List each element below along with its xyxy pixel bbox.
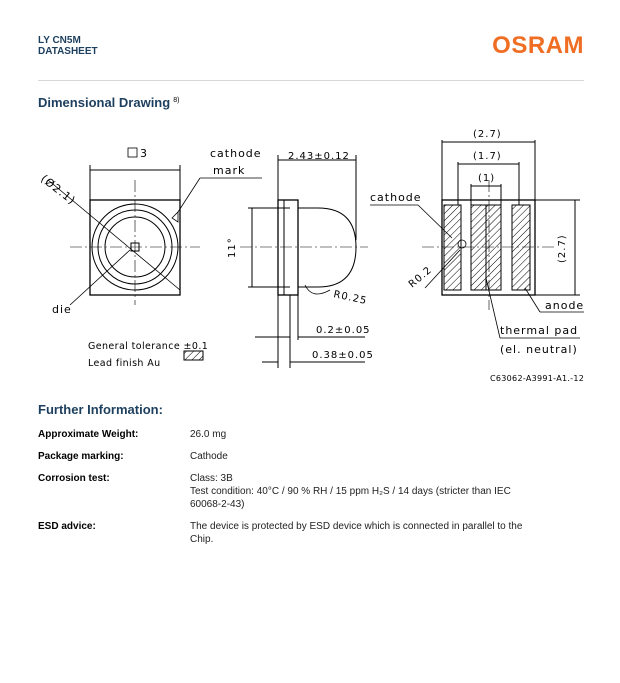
- general-tolerance-label: General tolerance ±0.1: [88, 341, 208, 352]
- info-value-line: 60068-2-43): [190, 499, 245, 510]
- thickness-02-label: 0.2±0.05: [316, 325, 371, 336]
- angle-label: 11°: [227, 237, 238, 258]
- osram-logo: OSRAM: [492, 32, 584, 59]
- lead-finish-label: Lead finish Au: [88, 358, 161, 369]
- dim-27-top-label: (2.7): [473, 129, 502, 140]
- anode-pad: [511, 204, 531, 291]
- cathode-mark-label-2: mark: [213, 164, 245, 177]
- dim-27-side-label: (2.7): [557, 234, 568, 263]
- further-information-title: Further Information:: [38, 402, 163, 417]
- width-243-label: 2.43±0.12: [288, 151, 350, 162]
- info-value-line: Test condition: 40°C / 90 % RH / 15 ppm …: [190, 486, 511, 497]
- lead-finish-hatch-swatch: [183, 350, 204, 361]
- info-label: Corrosion test:: [38, 473, 110, 484]
- info-row-esd: ESD advice: The device is protected by E…: [38, 520, 584, 546]
- bottom-view: [370, 140, 584, 339]
- header-divider: [38, 80, 584, 81]
- info-value-line: Chip.: [190, 534, 214, 545]
- side-view: [240, 155, 368, 368]
- dim-1-label: (1): [478, 173, 495, 184]
- anode-label: anode: [545, 299, 584, 312]
- info-value-line: The device is protected by ESD device wh…: [190, 521, 523, 532]
- doc-type: DATASHEET: [38, 46, 98, 57]
- cathode-mark-label-1: cathode: [210, 147, 262, 160]
- drawing-code: C63062-A3991-A1.-12: [490, 374, 584, 383]
- product-header: LY CN5M DATASHEET: [38, 35, 98, 57]
- info-row-marking: Package marking: Cathode: [38, 450, 584, 463]
- info-row-corrosion: Corrosion test: Class: 3B Test condition…: [38, 472, 584, 511]
- info-value: 26.0 mg: [190, 428, 584, 441]
- radius-025-label: R0.25: [332, 289, 368, 307]
- further-information-table: Approximate Weight: 26.0 mg Package mark…: [38, 428, 584, 555]
- cathode-label: cathode: [370, 191, 422, 204]
- info-label: Package marking:: [38, 451, 124, 462]
- dimensional-drawing-title-text: Dimensional Drawing: [38, 95, 171, 110]
- diameter-label: (Ø2.1): [38, 172, 78, 207]
- info-value: Cathode: [190, 450, 584, 463]
- info-row-weight: Approximate Weight: 26.0 mg: [38, 428, 584, 441]
- thermal-pad-label-1: thermal pad: [500, 324, 578, 337]
- cathode-pad: [443, 204, 462, 291]
- dim-17-label: (1.7): [473, 151, 502, 162]
- thickness-038-label: 0.38±0.05: [312, 350, 374, 361]
- info-value-line: Cathode: [190, 451, 228, 462]
- info-value: The device is protected by ESD device wh…: [190, 520, 584, 546]
- thermal-pad-label-2: (el. neutral): [500, 343, 578, 356]
- product-name: LY CN5M: [38, 35, 81, 46]
- square-symbol: [127, 147, 138, 158]
- radius-02-label: R0.2: [407, 265, 435, 291]
- footnote-ref: 8): [173, 96, 180, 104]
- info-label: ESD advice:: [38, 521, 96, 532]
- die-label: die: [52, 303, 72, 316]
- top-view: [47, 165, 262, 306]
- info-value: Class: 3B Test condition: 40°C / 90 % RH…: [190, 472, 584, 511]
- square-label: 3: [140, 147, 148, 160]
- dimensional-drawing: 3 (Ø2.1) cathode mark die General tolera…: [38, 129, 584, 383]
- info-value-line: 26.0 mg: [190, 429, 227, 440]
- info-value-line: Class: 3B: [190, 473, 233, 484]
- info-label: Approximate Weight:: [38, 429, 139, 440]
